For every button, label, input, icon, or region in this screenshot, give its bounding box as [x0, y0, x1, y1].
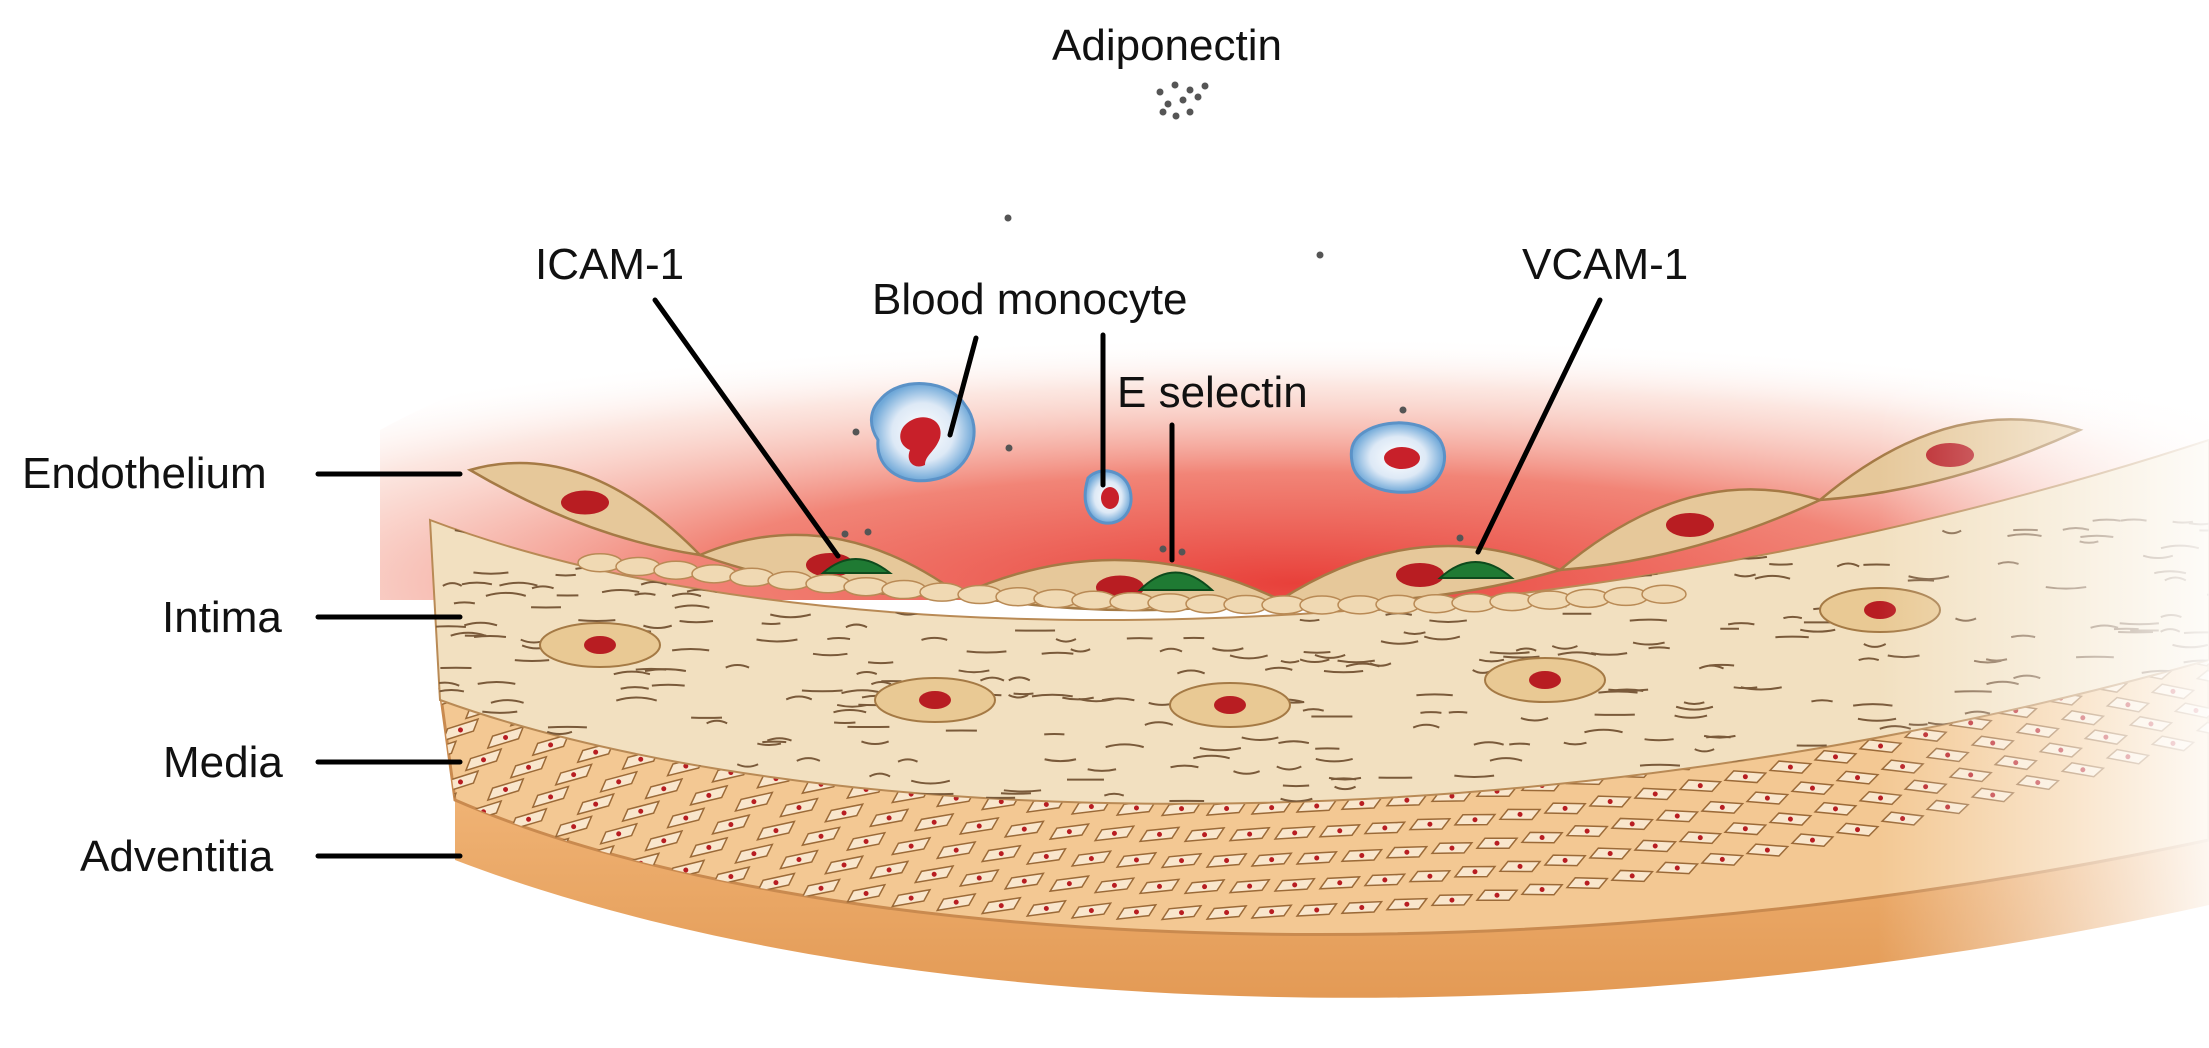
vcam1-label: VCAM-1 [1522, 243, 1688, 287]
media-label: Media [163, 741, 283, 785]
intima-label: Intima [162, 596, 282, 640]
endothelium-label: Endothelium [22, 452, 267, 496]
icam1-label: ICAM-1 [535, 243, 684, 287]
blood-monocyte-label: Blood monocyte [872, 278, 1188, 322]
adiponectin-label: Adiponectin [1052, 24, 1282, 68]
e-selectin-label: E selectin [1117, 371, 1308, 415]
adventitia-label: Adventitia [80, 835, 273, 879]
